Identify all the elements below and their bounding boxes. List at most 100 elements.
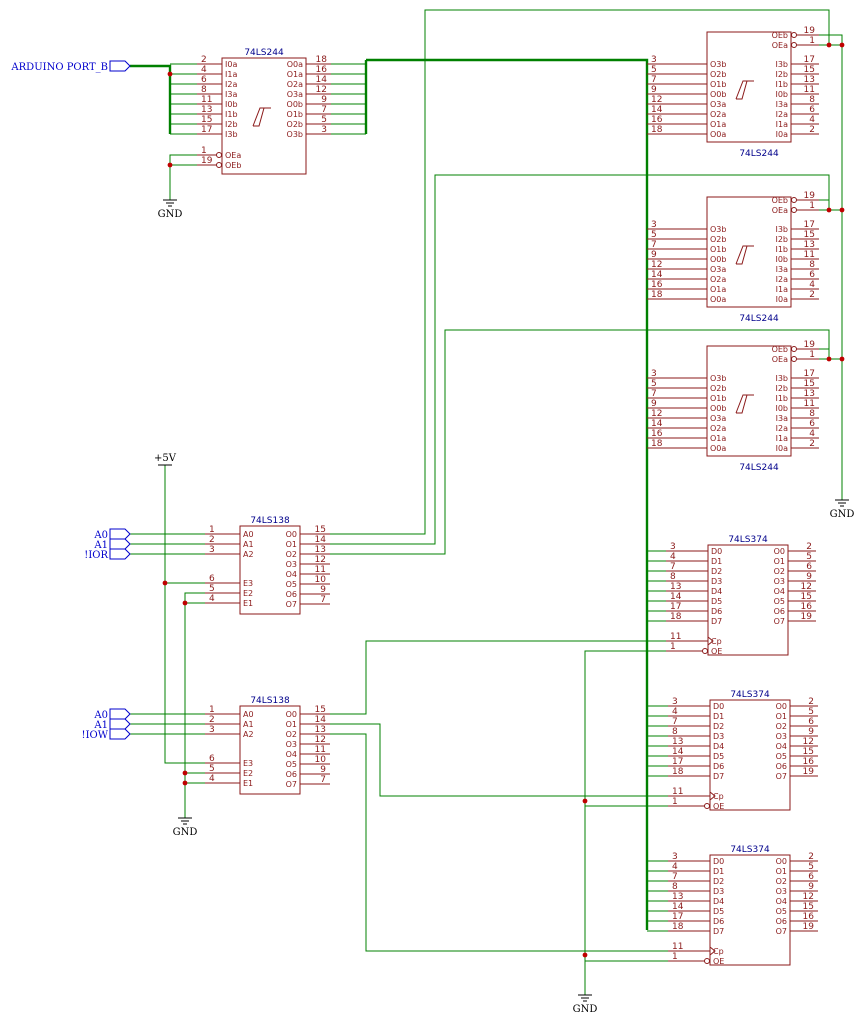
oe-left-gnd: [169, 154, 197, 200]
sel-latch-b: [330, 723, 668, 797]
junction-dot: [582, 798, 588, 804]
latch-out-pin-number: 9: [808, 882, 814, 892]
buf-in-pin-label: I0a: [776, 130, 788, 139]
buf-oe-pin-label: OEa: [772, 41, 788, 50]
latch-out-pin-label: O2: [774, 567, 785, 576]
buf-oe-pin-number: 19: [201, 156, 213, 166]
buf-oe-pin-label: OEa: [772, 206, 788, 215]
dec-out-pin-label: O5: [286, 760, 297, 769]
latch-out-pin-number: 5: [808, 862, 814, 872]
latch-out-pin-label: O6: [774, 607, 785, 616]
sel-latch-c: [330, 733, 668, 952]
latch-out-pin-number: 15: [801, 592, 812, 602]
buf-in-pin-number: 2: [809, 439, 815, 449]
bus-port-in: [130, 64, 172, 134]
buf-oe-pin-number: 1: [809, 350, 815, 360]
latch-in-pin-label: D5: [713, 752, 724, 761]
net-label: !IOR: [84, 550, 108, 561]
port-flag: [109, 538, 131, 550]
buf-out-pin-number: 3: [651, 220, 657, 230]
latch-in-pin-number: 3: [672, 697, 678, 707]
gnd-label: GND: [173, 827, 198, 838]
latch-in-pin-label: D1: [713, 867, 724, 876]
latch-out-pin-number: 16: [803, 757, 815, 767]
buf-in-pin-number: 8: [809, 409, 815, 419]
buf-oe-pin-number: 1: [201, 146, 207, 156]
latch-oe-gnd: [584, 650, 666, 995]
inverting-bubble: [791, 207, 797, 213]
buf-in-pin-number: 15: [804, 230, 815, 240]
latch-in-pin-number: 7: [670, 562, 676, 572]
port-flag: [109, 728, 131, 740]
dec-out-pin-label: O6: [286, 770, 297, 779]
latch-ctl-pin-number: 11: [670, 632, 681, 642]
junction-dot: [182, 780, 188, 786]
dec-in-pin-label: A2: [243, 730, 254, 739]
latch-out-pin-number: 6: [806, 562, 812, 572]
buf-in-pin-number: 17: [201, 125, 212, 135]
junction-dot: [826, 356, 832, 362]
buf-in-pin-number: 6: [809, 419, 815, 429]
latch-out-pin-number: 19: [803, 922, 815, 932]
chip-body: [221, 57, 307, 175]
latch-in-pin-number: 13: [672, 892, 683, 902]
latch-ctl-pin-number: 1: [672, 797, 678, 807]
buf-in-pin-label: I1a: [776, 285, 788, 294]
latch-in-pin-label: D2: [713, 722, 724, 731]
buf-out-pin-label: O0a: [710, 130, 726, 139]
dec-out-pin-label: O2: [286, 730, 297, 739]
buf-out-pin-label: O3a: [710, 414, 726, 423]
latch-ctl-pin-label: OE: [713, 802, 724, 811]
latch-in-pin-label: D3: [711, 577, 722, 586]
latch-ctl-pin-label: Cp: [713, 947, 724, 956]
gnd-label: GND: [158, 209, 183, 220]
latch-ctl-pin-number: 11: [672, 942, 683, 952]
buf-in-pin-label: I0b: [775, 404, 788, 413]
latch-in-pin-label: D1: [711, 557, 722, 566]
inverting-bubble: [704, 958, 710, 964]
dec-in-pin-label: A0: [243, 710, 254, 719]
latch-in-pin-number: 4: [670, 552, 676, 562]
latch-in-pin-label: D3: [713, 887, 724, 896]
latch-in-pin-label: D7: [713, 927, 724, 936]
latch-in-pin-label: D3: [713, 732, 724, 741]
junction-dots: [162, 42, 845, 958]
chip-name: 74LS244: [739, 314, 779, 324]
buf-out-pin-label: O3b: [710, 225, 726, 234]
latch-out-pin-label: O5: [776, 752, 787, 761]
latch-out-pin-number: 9: [808, 727, 814, 737]
port-flag: [109, 708, 131, 720]
latch-out-pin-number: 12: [803, 737, 814, 747]
sel-buf-c: [330, 329, 830, 555]
latch-in-pin-number: 7: [672, 717, 678, 727]
latch-out-pin-label: O6: [776, 917, 787, 926]
latch-out-pin-label: O7: [774, 617, 785, 626]
latch-ctl-pin-number: 11: [672, 787, 683, 797]
latch-ctl-pin-label: Cp: [711, 637, 722, 646]
inverting-bubble: [704, 803, 710, 809]
dec-en-pin-number: 4: [209, 594, 215, 604]
dec-en-pin-label: E1: [243, 599, 253, 608]
oe-right: [819, 34, 830, 46]
junction-dot: [182, 770, 188, 776]
port-flag: [109, 718, 131, 730]
dec-out-pin-label: O3: [286, 560, 297, 569]
latch-in-pin-number: 8: [670, 572, 676, 582]
latch-in-pin-label: D1: [713, 712, 724, 721]
buf-out-pin-label: O2b: [710, 235, 726, 244]
latch-in-pin-label: D7: [711, 617, 722, 626]
latch-out-pin-label: O1: [776, 867, 787, 876]
buf-out-pin-label: O2b: [710, 384, 726, 393]
latch-in-pin-number: 18: [672, 922, 684, 932]
dec-out-pin-number: 10: [315, 755, 327, 765]
latch-in-pin-number: 17: [670, 602, 681, 612]
chip-body: [239, 705, 301, 795]
clock-triangle: [709, 946, 716, 956]
latch-in-pin-number: 18: [670, 612, 682, 622]
inverting-bubble: [791, 32, 797, 38]
buf-in-pin-number: 15: [201, 115, 212, 125]
buf-in-pin-label: I3b: [775, 225, 788, 234]
buf-in-pin-number: 6: [809, 105, 815, 115]
chip-name: 74LS244: [739, 463, 779, 473]
buf-out-pin-number: 12: [651, 95, 662, 105]
